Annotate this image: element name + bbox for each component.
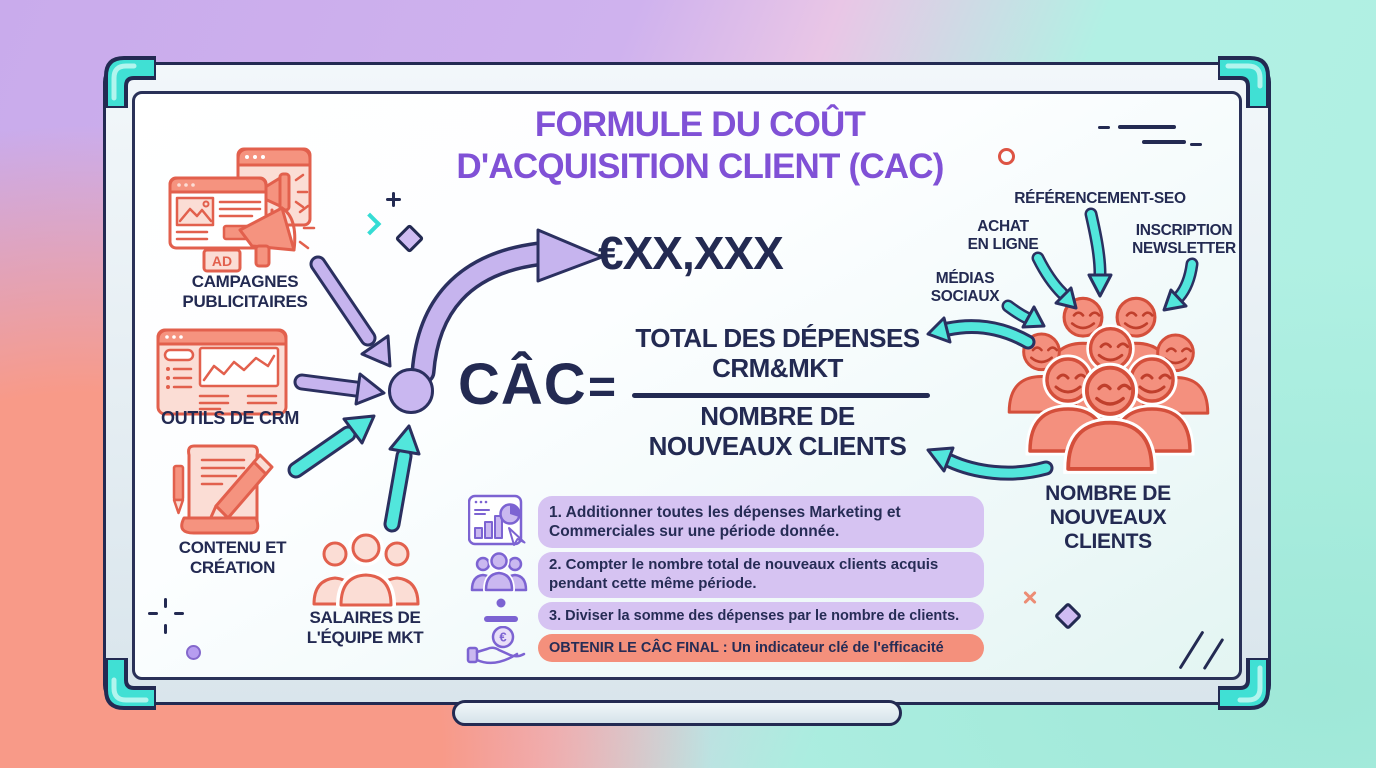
- dash-decoration: [1190, 143, 1202, 146]
- corner-bracket-icon: [104, 658, 156, 710]
- label-campagnes: CAMPAGNES PUBLICITAIRES: [182, 272, 308, 312]
- label-salaires: SALAIRES DE L'ÉQUIPE MKT: [306, 608, 424, 648]
- crm-dashboard-icon: [156, 328, 288, 416]
- dash-decoration: [1118, 125, 1176, 129]
- step-final-box: OBTENIR LE CÂC FINAL : Un indicateur clé…: [538, 634, 984, 662]
- label-medias-sociaux: MÉDIAS SOCIAUX: [930, 270, 1000, 306]
- dash-decoration: [1142, 140, 1186, 144]
- crosshair-decoration-icon: [148, 612, 158, 615]
- crosshair-decoration-icon: [164, 624, 167, 634]
- label-achat-en-ligne: ACHAT EN LIGNE: [967, 218, 1039, 254]
- corner-bracket-icon: [1218, 658, 1270, 710]
- hand-euro-coin-icon: €: [466, 626, 526, 665]
- step-1-box: 1. Additionner toutes les dépenses Marke…: [538, 496, 984, 548]
- plus-decoration-icon: [392, 192, 395, 207]
- cost-hub-node: [388, 368, 434, 414]
- new-clients-crowd-icon: [1007, 296, 1210, 476]
- dash-decoration: [1098, 126, 1110, 129]
- label-contenu: CONTENU ET CRÉATION: [178, 538, 287, 578]
- label-crm: OUTILS DE CRM: [160, 408, 300, 428]
- ad-campaign-icon: AD: [168, 147, 316, 273]
- label-inscription-newsletter: INSCRIPTION NEWSLETTER: [1132, 222, 1236, 258]
- page-title-line1: FORMULE DU COÛT: [534, 105, 866, 144]
- crosshair-decoration-icon: [174, 612, 184, 615]
- circle-decoration-icon: [998, 148, 1015, 165]
- euro-symbol-label: €: [499, 630, 506, 645]
- result-value: €XX,XXX: [598, 227, 784, 279]
- formula-lhs: CÂC: [458, 352, 587, 417]
- dot-decoration-icon: [186, 645, 201, 660]
- corner-bracket-icon: [1218, 56, 1270, 108]
- team-salary-icon: [312, 530, 420, 608]
- ad-badge-label: AD: [212, 253, 232, 269]
- content-creation-icon: [172, 444, 274, 535]
- crosshair-decoration-icon: [164, 598, 167, 608]
- formula-denominator: NOMBRE DE NOUVEAUX CLIENTS: [648, 401, 907, 461]
- page-title: FORMULE DU COÛT D'ACQUISITION CLIENT (CA…: [420, 104, 980, 188]
- fraction-line: [632, 393, 930, 398]
- clients-group-icon: [470, 552, 528, 592]
- corner-bracket-icon: [104, 56, 156, 108]
- step-3-box: 3. Diviser la somme des dépenses par le …: [538, 602, 984, 630]
- formula-numerator: TOTAL DES DÉPENSES CRM&MKT: [635, 323, 920, 383]
- formula-equals: =: [588, 361, 617, 414]
- page-title-line2: D'ACQUISITION CLIENT (CAC): [456, 147, 944, 186]
- analytics-window-icon: [468, 494, 526, 546]
- label-seo: RÉFÉRENCEMENT-SEO: [1014, 190, 1186, 207]
- step-2-box: 2. Compter le nombre total de nouveaux c…: [538, 552, 984, 598]
- whiteboard-tray: [452, 700, 902, 726]
- label-nombre-nouveaux-clients: NOMBRE DE NOUVEAUX CLIENTS: [1045, 482, 1171, 554]
